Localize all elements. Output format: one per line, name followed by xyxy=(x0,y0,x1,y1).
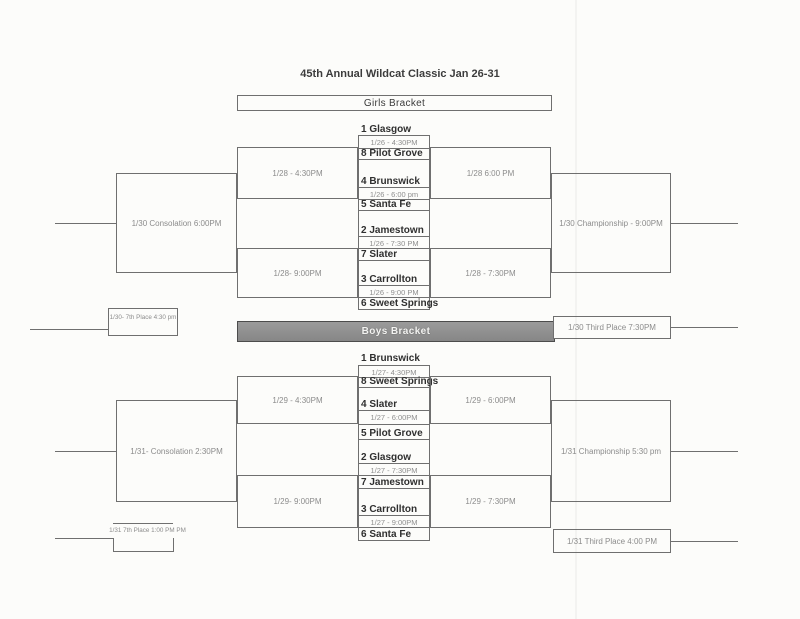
boys-consolation-semi2-time: 1/29- 9:00PM xyxy=(273,497,322,506)
boys-match2-time: 1/27 - 6:00PM xyxy=(370,412,418,422)
bracket-line xyxy=(358,410,430,411)
girls-consolation-box: 1/30 Consolation 6:00PM xyxy=(116,173,237,273)
girls-match3-bottom-team: 7 Slater xyxy=(361,249,398,260)
girls-champion-line xyxy=(671,223,738,224)
boys-match1-top-team: 1 Brunswick xyxy=(361,353,420,364)
boys-consolation-semi1-box: 1/29 - 4:30PM xyxy=(237,376,358,424)
girls-round1-column-box xyxy=(358,135,430,310)
boys-champion-line xyxy=(671,451,738,452)
bracket-line xyxy=(358,387,430,388)
boys-championship-label: 1/31 Championship 5:30 pm xyxy=(560,446,662,456)
boys-match1-bottom-team: 8 Sweet Springs xyxy=(361,376,439,387)
boys-semifinal1-box: 1/29 - 6:00PM xyxy=(430,376,551,424)
bracket-line xyxy=(358,148,430,149)
boys-bracket-header-label: Boys Bracket xyxy=(361,326,431,337)
boys-championship-box: 1/31 Championship 5:30 pm xyxy=(551,400,671,502)
boys-seventh-place-top-line xyxy=(113,523,173,524)
boys-seventh-place-box xyxy=(113,538,174,552)
boys-consolation-box: 1/31- Consolation 2:30PM xyxy=(116,400,237,502)
bracket-line xyxy=(358,475,430,476)
girls-bracket-header-label: Girls Bracket xyxy=(363,97,426,109)
girls-seventh-place-feed-line xyxy=(30,329,108,330)
girls-match1-bottom-team: 8 Pilot Grove xyxy=(361,148,423,159)
boys-match4-time: 1/27 - 9:00PM xyxy=(370,517,418,527)
girls-championship-label: 1/30 Championship - 9:00PM xyxy=(559,218,663,228)
page-title: 45th Annual Wildcat Classic Jan 26-31 xyxy=(300,68,500,80)
boys-seventh-place-label-wrap: 1/31 7th Place 1:00 PM PM xyxy=(95,526,200,535)
boys-bracket-header: Boys Bracket xyxy=(237,321,555,342)
girls-consolation-semi1-time: 1/28 - 4:30PM xyxy=(272,168,323,178)
bracket-line xyxy=(358,424,430,425)
bracket-line xyxy=(358,236,430,237)
girls-third-place-box: 1/30 Third Place 7:30PM xyxy=(553,316,671,339)
bracket-line xyxy=(358,297,430,298)
girls-third-place-line xyxy=(671,327,738,328)
bracket-line xyxy=(358,260,430,261)
boys-third-place-box: 1/31 Third Place 4:00 PM xyxy=(553,529,671,553)
girls-match4-top-team: 3 Carrollton xyxy=(361,274,418,285)
girls-match2-bottom-team: 5 Santa Fe xyxy=(361,199,412,210)
bracket-line xyxy=(358,488,430,489)
boys-seventh-place-label: 1/31 7th Place 1:00 PM PM xyxy=(109,527,186,534)
boys-third-place-label: 1/31 Third Place 4:00 PM xyxy=(566,536,658,546)
boys-round1-column-box xyxy=(358,365,430,541)
bracket-line xyxy=(358,210,430,211)
girls-third-place-label: 1/30 Third Place 7:30PM xyxy=(568,323,656,332)
girls-seventh-place-label: 1/30- 7th Place 4:30 pm xyxy=(109,314,177,321)
bracket-line xyxy=(358,377,430,378)
boys-match3-time: 1/27 - 7:30PM xyxy=(370,465,418,475)
bracket-line xyxy=(358,515,430,516)
girls-match4-bottom-team: 6 Sweet Springs xyxy=(361,298,439,309)
boys-match1-time: 1/27- 4:30PM xyxy=(371,367,417,377)
bracket-line xyxy=(358,248,430,249)
boys-third-place-line xyxy=(671,541,738,542)
bracket-line xyxy=(358,187,430,188)
girls-bracket-header: Girls Bracket xyxy=(237,95,552,111)
girls-semifinal2-box: 1/28 - 7:30PM xyxy=(430,248,551,298)
girls-championship-box: 1/30 Championship - 9:00PM xyxy=(551,173,671,273)
girls-seventh-place-box: 1/30- 7th Place 4:30 pm xyxy=(108,308,178,336)
girls-semifinal1-box: 1/28 6:00 PM xyxy=(430,147,551,199)
boys-semifinal1-time: 1/29 - 6:00PM xyxy=(465,395,516,405)
girls-consolation-winner-line xyxy=(55,223,116,224)
girls-match4-time: 1/26 - 9:00 PM xyxy=(369,287,419,297)
boys-match4-bottom-team: 6 Santa Fe xyxy=(361,529,412,540)
girls-match2-top-team: 4 Brunswick xyxy=(361,176,420,187)
boys-consolation-winner-line xyxy=(55,451,116,452)
boys-consolation-label: 1/31- Consolation 2:30PM xyxy=(130,446,223,456)
girls-consolation-semi2-time: 1/28- 9:00PM xyxy=(273,268,322,278)
boys-match2-bottom-team: 5 Pilot Grove xyxy=(361,428,423,439)
bracket-line xyxy=(358,285,430,286)
girls-consolation-semi1-box: 1/28 - 4:30PM xyxy=(237,147,358,199)
boys-semifinal2-box: 1/29 - 7:30PM xyxy=(430,475,551,528)
girls-match2-time: 1/26 - 6:00 pm xyxy=(369,189,419,199)
bracket-line xyxy=(358,463,430,464)
boys-match3-bottom-team: 7 Jamestown xyxy=(361,477,424,488)
girls-match1-top-team: 1 Glasgow xyxy=(361,124,412,135)
girls-semifinal2-time: 1/28 - 7:30PM xyxy=(465,268,516,278)
bracket-line xyxy=(358,527,430,528)
girls-consolation-semi2-box: 1/28- 9:00PM xyxy=(237,248,358,298)
bracket-line xyxy=(358,199,430,200)
girls-match3-top-team: 2 Jamestown xyxy=(361,225,424,236)
bracket-line xyxy=(358,439,430,440)
boys-match3-top-team: 2 Glasgow xyxy=(361,452,412,463)
girls-match1-time: 1/26 - 4:30PM xyxy=(370,137,418,147)
girls-match3-time: 1/26 - 7:30 PM xyxy=(369,238,419,248)
girls-semifinal1-time: 1/28 6:00 PM xyxy=(466,168,515,178)
boys-consolation-semi2-box: 1/29- 9:00PM xyxy=(237,475,358,528)
scan-fold-artifact xyxy=(575,0,577,619)
girls-consolation-label: 1/30 Consolation 6:00PM xyxy=(131,218,222,228)
boys-semifinal2-time: 1/29 - 7:30PM xyxy=(465,497,516,506)
bracket-line xyxy=(358,159,430,160)
boys-consolation-semi1-time: 1/29 - 4:30PM xyxy=(272,395,323,405)
boys-match2-top-team: 4 Slater xyxy=(361,399,398,410)
boys-seventh-place-feed-line xyxy=(55,538,113,539)
boys-match4-top-team: 3 Carrollton xyxy=(361,504,418,515)
